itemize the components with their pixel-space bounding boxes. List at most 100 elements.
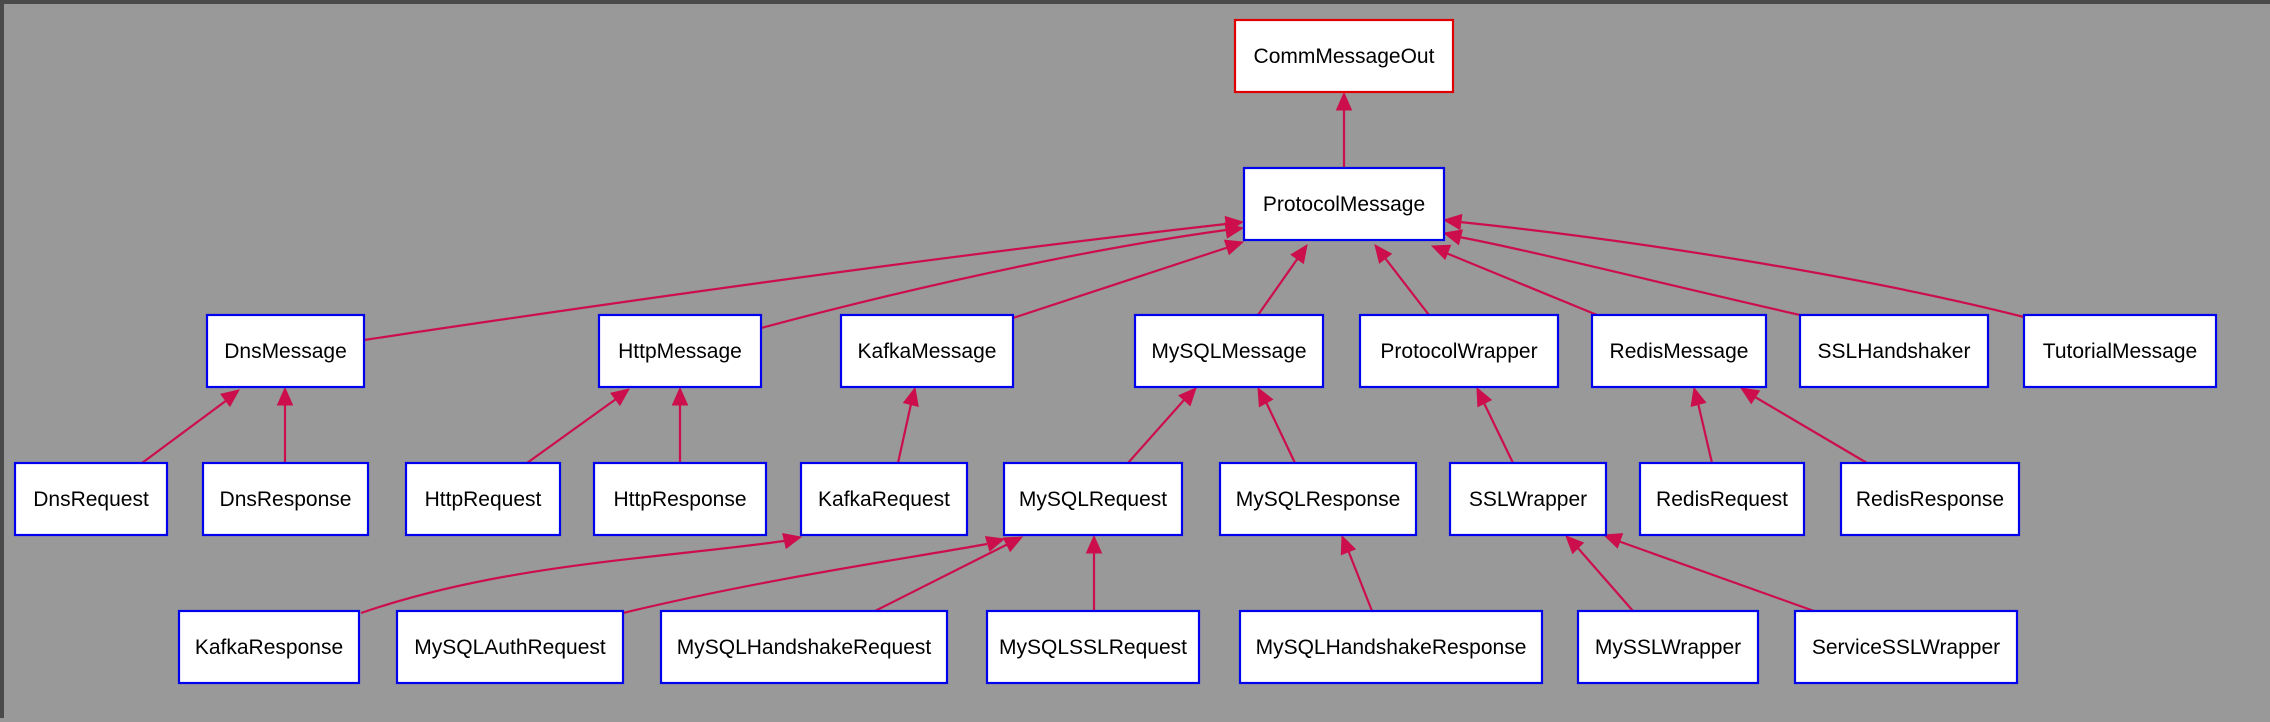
- node-box[interactable]: [177, 609, 361, 685]
- node-http-response[interactable]: HttpResponse: [592, 461, 768, 537]
- node-label: MySQLResponse: [1236, 488, 1401, 511]
- inheritance-edge-kafka-message-to-protocol-message: [1012, 239, 1245, 320]
- node-label: HttpResponse: [613, 488, 746, 511]
- edge-line: [874, 543, 1009, 612]
- inheritance-edge-protocol-message-to-comm-message-out: [1335, 91, 1353, 168]
- node-protocol-wrapper[interactable]: ProtocolWrapper: [1358, 313, 1560, 389]
- arrowhead-icon: [1430, 244, 1452, 261]
- arrowhead-icon: [984, 535, 1006, 552]
- node-my-sql-handshake-request[interactable]: MySQLHandshakeRequest: [659, 609, 949, 685]
- node-my-sql-response[interactable]: MySQLResponse: [1218, 461, 1418, 537]
- node-box[interactable]: [1238, 609, 1544, 685]
- edge-line: [1265, 401, 1296, 464]
- node-ssl-handshaker[interactable]: SSLHandshaker: [1798, 313, 1990, 389]
- arrowhead-icon: [1690, 386, 1707, 408]
- node-dns-message[interactable]: DnsMessage: [205, 313, 366, 389]
- node-dns-response[interactable]: DnsResponse: [201, 461, 370, 537]
- node-my-sql-message[interactable]: MySQLMessage: [1133, 313, 1325, 389]
- node-redis-response[interactable]: RedisResponse: [1839, 461, 2021, 537]
- node-box[interactable]: [13, 461, 169, 537]
- node-box[interactable]: [1133, 313, 1325, 389]
- node-ssl-wrapper[interactable]: SSLWrapper: [1448, 461, 1608, 537]
- node-box[interactable]: [597, 313, 763, 389]
- node-label: SSLHandshaker: [1818, 340, 1971, 363]
- arrowhead-icon: [1085, 534, 1103, 554]
- node-box[interactable]: [1002, 461, 1184, 537]
- edge-line: [1459, 220, 2025, 319]
- inheritance-edge-redis-message-to-protocol-message: [1430, 244, 1603, 319]
- node-service-ssl-wrapper[interactable]: ServiceSSLWrapper: [1793, 609, 2019, 685]
- node-http-request[interactable]: HttpRequest: [404, 461, 562, 537]
- node-comm-message-out[interactable]: CommMessageOut: [1233, 18, 1455, 94]
- edge-line: [1012, 245, 1230, 320]
- node-box[interactable]: [2022, 313, 2218, 389]
- node-box[interactable]: [1839, 461, 2021, 537]
- node-my-sql-auth-request[interactable]: MySQLAuthRequest: [395, 609, 625, 685]
- inheritance-edge-http-message-to-protocol-message: [760, 222, 1245, 330]
- arrowhead-icon: [1602, 533, 1624, 549]
- node-dns-request[interactable]: DnsRequest: [13, 461, 169, 537]
- node-box[interactable]: [395, 609, 625, 685]
- node-box[interactable]: [1218, 461, 1418, 537]
- node-label: RedisResponse: [1856, 488, 2004, 511]
- node-my-sql-request[interactable]: MySQLRequest: [1002, 461, 1184, 537]
- node-box[interactable]: [404, 461, 562, 537]
- node-box[interactable]: [592, 461, 768, 537]
- inheritance-edge-my-sql-request-to-my-sql-message: [1127, 387, 1197, 464]
- node-box[interactable]: [985, 609, 1201, 685]
- node-box[interactable]: [1798, 313, 1990, 389]
- node-redis-message[interactable]: RedisMessage: [1590, 313, 1768, 389]
- node-box[interactable]: [659, 609, 949, 685]
- node-label: ProtocolWrapper: [1380, 340, 1537, 363]
- node-label: HttpMessage: [618, 340, 742, 363]
- node-box[interactable]: [1638, 461, 1806, 537]
- arrowhead-icon: [1224, 222, 1245, 239]
- node-kafka-response[interactable]: KafkaResponse: [177, 609, 361, 685]
- node-label: TutorialMessage: [2043, 340, 2197, 363]
- node-my-ssl-wrapper[interactable]: MySSLWrapper: [1576, 609, 1760, 685]
- edge-line: [1696, 402, 1714, 464]
- node-kafka-request[interactable]: KafkaRequest: [799, 461, 969, 537]
- node-box[interactable]: [1576, 609, 1760, 685]
- inheritance-edge-ssl-wrapper-to-protocol-wrapper: [1476, 386, 1514, 464]
- arrowhead-icon: [1002, 536, 1024, 553]
- node-box[interactable]: [1590, 313, 1768, 389]
- arrowhead-icon: [220, 389, 240, 408]
- inheritance-edge-service-ssl-wrapper-to-ssl-wrapper: [1602, 533, 1815, 613]
- arrowhead-icon: [782, 532, 803, 550]
- node-box[interactable]: [201, 461, 370, 537]
- inheritance-edge-http-response-to-http-message: [671, 386, 689, 463]
- node-label: DnsRequest: [33, 488, 149, 511]
- node-label: HttpRequest: [425, 488, 542, 511]
- node-my-sqlssl-request[interactable]: MySQLSSLRequest: [985, 609, 1201, 685]
- node-redis-request[interactable]: RedisRequest: [1638, 461, 1806, 537]
- inheritance-edge-redis-request-to-redis-message: [1690, 386, 1714, 464]
- node-tutorial-message[interactable]: TutorialMessage: [2022, 313, 2218, 389]
- node-box[interactable]: [1358, 313, 1560, 389]
- node-label: KafkaRequest: [818, 488, 950, 511]
- arrowhead-icon: [1290, 243, 1308, 265]
- inheritance-edge-http-request-to-http-message: [526, 388, 630, 464]
- node-box[interactable]: [1793, 609, 2019, 685]
- node-box[interactable]: [1448, 461, 1608, 537]
- node-label: KafkaMessage: [858, 340, 997, 363]
- edge-line: [1617, 539, 1815, 613]
- node-kafka-message[interactable]: KafkaMessage: [839, 313, 1015, 389]
- edge-line: [1458, 235, 1801, 317]
- node-protocol-message[interactable]: ProtocolMessage: [1242, 166, 1446, 242]
- node-box[interactable]: [839, 313, 1015, 389]
- inheritance-edge-dns-response-to-dns-message: [276, 386, 294, 463]
- node-box[interactable]: [1233, 18, 1455, 94]
- arrowhead-icon: [1442, 229, 1464, 246]
- node-label: SSLWrapper: [1469, 488, 1587, 511]
- node-box[interactable]: [799, 461, 969, 537]
- node-box[interactable]: [205, 313, 366, 389]
- edge-line: [360, 539, 785, 615]
- node-http-message[interactable]: HttpMessage: [597, 313, 763, 389]
- edge-line: [1384, 257, 1430, 316]
- node-box[interactable]: [1242, 166, 1446, 242]
- arrowhead-icon: [1374, 244, 1393, 264]
- node-my-sql-handshake-response[interactable]: MySQLHandshakeResponse: [1238, 609, 1544, 685]
- node-label: RedisRequest: [1656, 488, 1788, 511]
